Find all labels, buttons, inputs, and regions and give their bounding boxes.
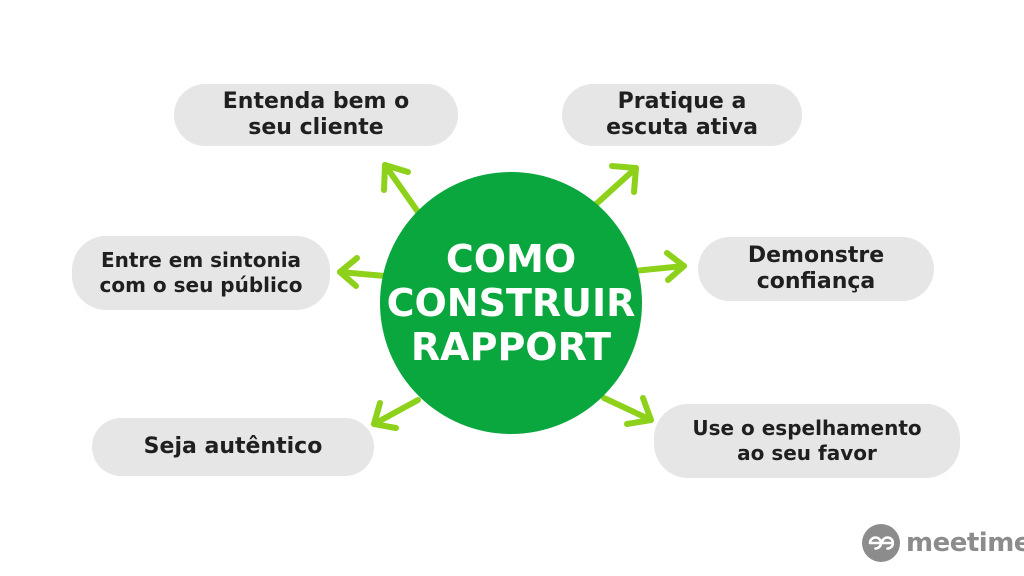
center-line-3: RAPPORT [410, 325, 612, 369]
arrow-pratique [591, 163, 639, 209]
node-espelhamento-line-1: Use o espelhamento [692, 416, 922, 440]
node-sintonia-line-2: com o seu público [99, 273, 303, 297]
node-entenda-line-1: Entenda bem o [222, 89, 410, 114]
meetime-logo-text: meetime [906, 528, 1024, 558]
center-topic: COMO CONSTRUIR RAPPORT [380, 172, 642, 434]
node-sintonia-line-1: Entre em sintonia [100, 248, 302, 272]
node-pratique-line-1: Pratique a [617, 89, 747, 114]
node-pratique-line-2: escuta ativa [606, 115, 758, 140]
arrow-confianca [631, 250, 687, 283]
arrow-espelhamento [601, 395, 654, 427]
meetime-logo-icon [862, 524, 900, 562]
node-entenda-line-2: seu cliente [248, 115, 384, 140]
node-confianca-line-1: Demonstre [747, 243, 885, 268]
node-confianca: Demonstre confiança [698, 237, 934, 301]
arrow-autentico [371, 397, 421, 431]
node-sintonia: Entre em sintonia com o seu público [72, 236, 330, 310]
center-line-1: COMO [445, 237, 577, 281]
node-pratique: Pratique a escuta ativa [562, 84, 802, 146]
node-confianca-line-2: confiança [756, 269, 876, 294]
center-line-2: CONSTRUIR [386, 281, 636, 325]
node-espelhamento-line-2: ao seu favor [737, 441, 877, 465]
node-espelhamento: Use o espelhamento ao seu favor [654, 404, 960, 478]
arrow-entenda [381, 162, 421, 215]
arrow-sintonia [337, 255, 388, 289]
meetime-logo: meetime [862, 522, 1024, 564]
node-autentico: Seja autêntico [92, 418, 374, 476]
node-autentico-line-1: Seja autêntico [143, 434, 323, 459]
node-entenda: Entenda bem o seu cliente [174, 84, 458, 146]
